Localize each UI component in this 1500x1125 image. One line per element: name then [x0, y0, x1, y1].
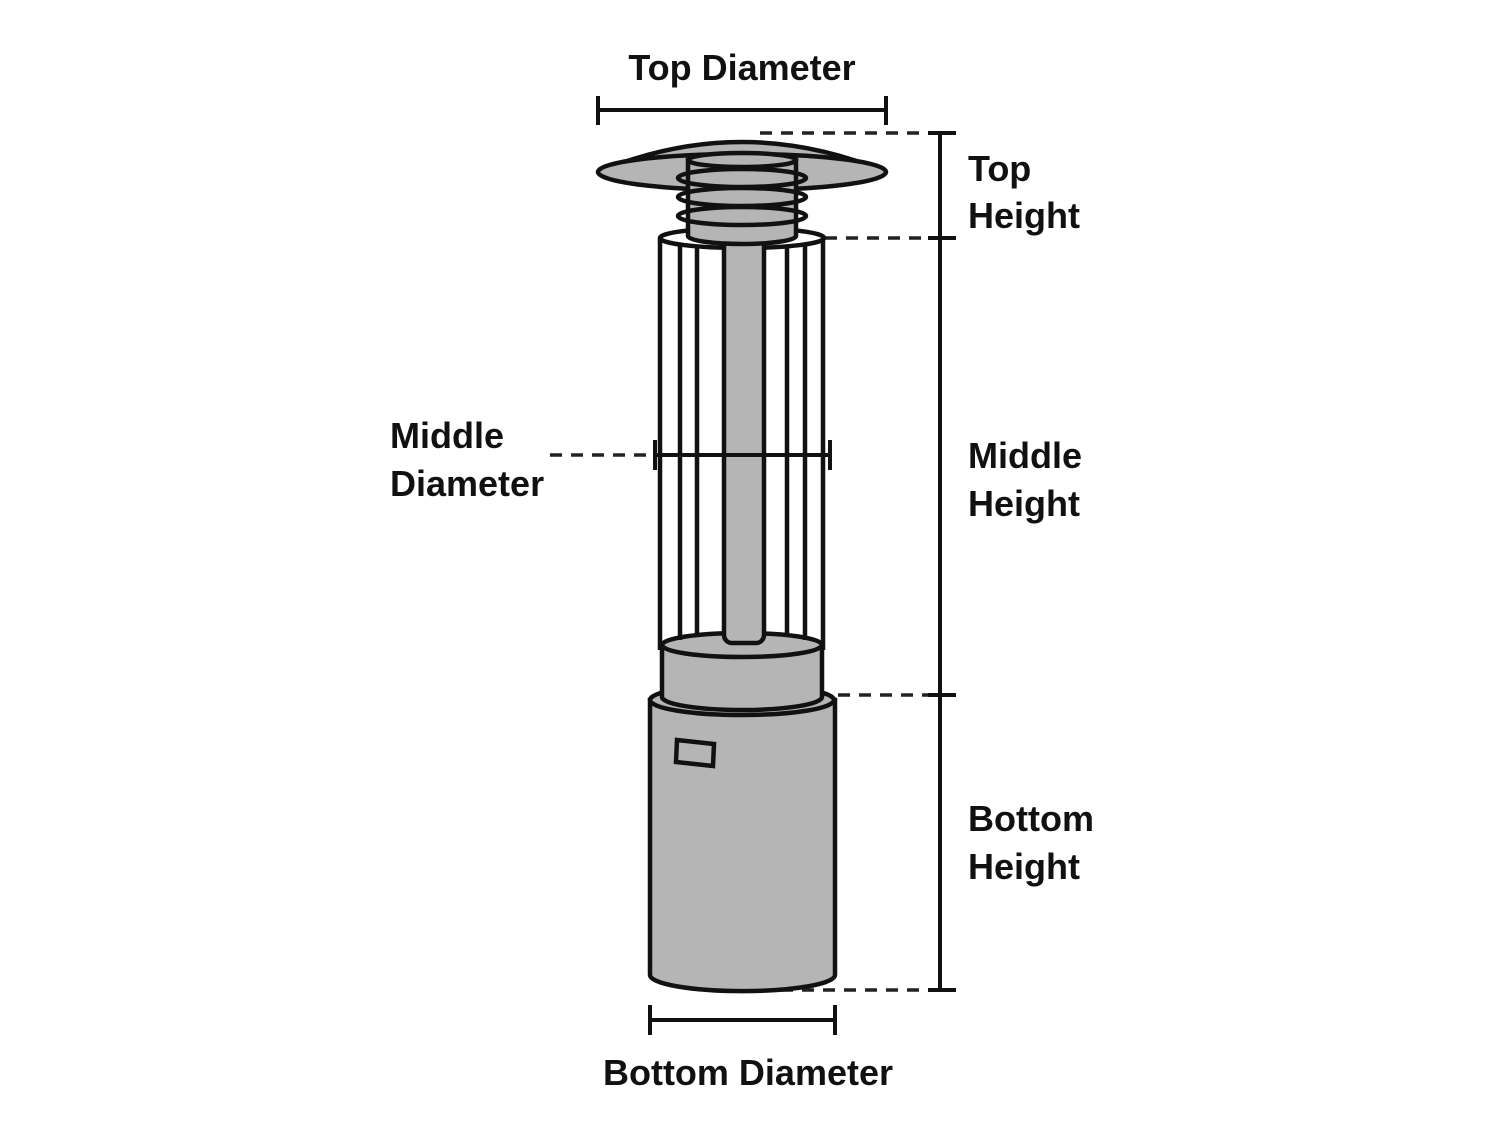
- bottom-diameter-label: Bottom Diameter: [603, 1052, 893, 1093]
- top-height-label-line1: Top: [968, 148, 1031, 189]
- middle-height-label-line2: Height: [968, 483, 1080, 524]
- middle-diameter-label-line2: Diameter: [390, 463, 544, 504]
- top-diameter-label: Top Diameter: [628, 47, 855, 88]
- middle-diameter-label-line1: Middle: [390, 415, 504, 456]
- top-height-label-line2: Height: [968, 195, 1080, 236]
- center-pole: [721, 235, 767, 646]
- glass-tube: [657, 225, 827, 650]
- middle-height-label-line1: Middle: [968, 435, 1082, 476]
- bottom-height-label-line2: Height: [968, 846, 1080, 887]
- heater-top: [595, 139, 889, 247]
- top-diameter-dimension: [596, 96, 888, 125]
- bottom-diameter-dimension: [648, 1005, 837, 1035]
- bottom-height-label-line1: Bottom: [968, 798, 1094, 839]
- heater-base: [647, 682, 838, 994]
- control-panel-icon: [673, 737, 717, 769]
- middle-diameter-dimension: [550, 440, 832, 470]
